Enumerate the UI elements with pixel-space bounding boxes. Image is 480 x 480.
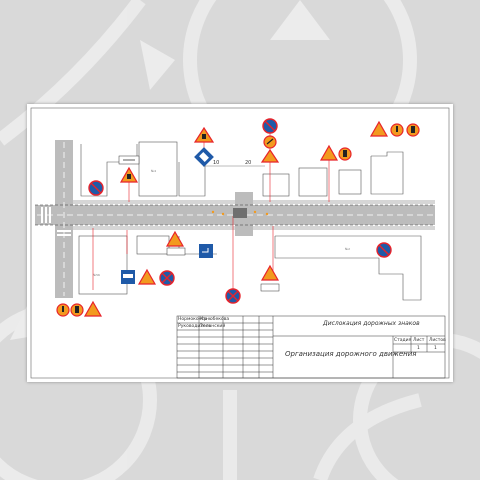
direction-sign-icon	[166, 247, 186, 256]
direction-sign-icon	[121, 270, 135, 284]
title-block-name-2: Зеленский	[200, 324, 226, 329]
drawing-subtitle: Дислокация дорожных знаков	[323, 320, 420, 327]
road-works-sign-icon	[319, 144, 339, 161]
no-stopping-sign-icon	[262, 118, 278, 134]
title-block-stage-header: Стадия	[394, 338, 412, 343]
direction-sign-icon	[260, 283, 280, 292]
traffic-light-sign-icon	[56, 303, 70, 317]
road-works-sign-icon	[260, 264, 280, 281]
crosswalk-south	[57, 230, 71, 236]
road-works-sign-icon	[119, 166, 139, 183]
traffic-light-sign-icon	[390, 123, 404, 137]
site-plan: №4 №56 №2 10 20	[30, 107, 450, 379]
traffic-light-sign-icon	[406, 123, 420, 137]
road-works-sign-icon	[165, 230, 185, 247]
works-area	[233, 208, 247, 218]
works-cones	[211, 210, 269, 216]
no-stopping-sign-icon	[88, 180, 104, 196]
sidewalk-north	[73, 200, 435, 204]
title-block-sheet-header: Лист	[413, 338, 425, 343]
road-works-sign-icon	[193, 126, 215, 143]
title-block-role-1: Нормоконтр	[178, 317, 208, 322]
direction-sign-icon	[194, 147, 214, 167]
title-block	[176, 315, 446, 379]
no-stopping-sign-icon	[376, 242, 392, 258]
title-block-name-1: Канюбекова	[200, 317, 230, 322]
traffic-light-sign-icon	[263, 135, 277, 149]
crosswalk-west	[41, 207, 51, 223]
svg-text:№56: №56	[93, 273, 100, 277]
road-works-sign-icon	[260, 148, 280, 163]
traffic-light-sign-icon	[338, 147, 352, 161]
svg-text:№2: №2	[345, 247, 350, 251]
dimension-label-10: 10	[213, 160, 219, 166]
title-block-sheets-header: Листов	[429, 338, 446, 343]
road-works-sign-icon	[369, 120, 389, 137]
traffic-light-sign-icon	[70, 303, 84, 317]
title-block-sheets-value: 1	[434, 346, 437, 351]
no-entry-sign-icon	[159, 270, 175, 286]
direction-sign-icon	[118, 155, 140, 165]
svg-text:№4: №4	[151, 169, 156, 173]
title-block-role-2: Руководитель	[178, 324, 212, 329]
road-works-sign-icon	[137, 268, 157, 285]
no-entry-sign-icon	[225, 288, 241, 304]
road-works-sign-icon	[83, 300, 103, 317]
drawing-title: Организация дорожного движения	[285, 350, 417, 358]
drawing-sheet: №4 №56 №2 10 20	[27, 104, 453, 382]
sidewalk-south	[73, 226, 435, 230]
direction-sign-icon	[199, 244, 213, 258]
title-block-sheet-value: 1	[417, 346, 420, 351]
dimension-label-20: 20	[245, 160, 251, 166]
